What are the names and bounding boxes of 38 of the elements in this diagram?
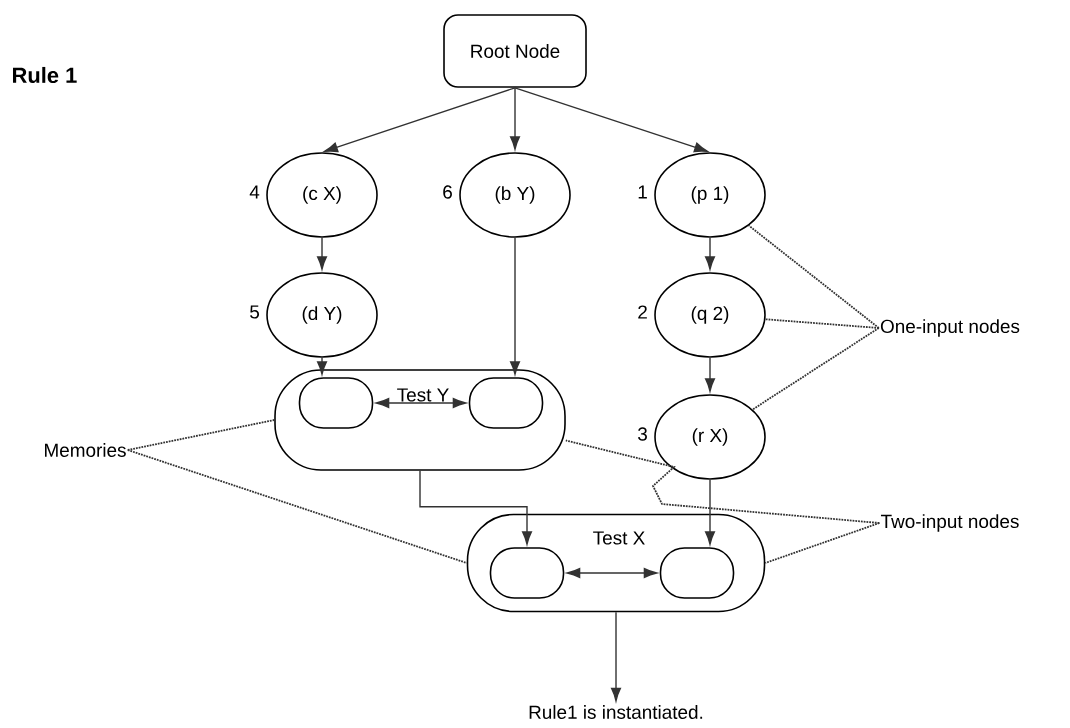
note-text: Two-input nodes — [881, 514, 1019, 532]
leader-line — [751, 327, 880, 411]
arrow — [610, 611, 622, 702]
title: Rule 1 — [13, 66, 77, 84]
arrow — [419, 470, 533, 545]
arrow — [509, 237, 521, 375]
arrow — [375, 397, 467, 409]
leader-line — [126, 449, 468, 564]
arrow — [704, 357, 716, 392]
arrow — [566, 567, 658, 579]
two-input-node: Test Y — [274, 369, 566, 471]
arrow — [704, 237, 716, 270]
leader-line — [126, 419, 276, 451]
arrow — [704, 479, 716, 545]
arrow — [324, 87, 516, 153]
note-text: Memories — [45, 443, 126, 457]
note-text: Rule1 is instantiated. — [529, 705, 703, 719]
memory-box — [468, 377, 544, 429]
node-number: 3 — [638, 427, 647, 441]
two-input-node: Test X — [466, 513, 766, 613]
arrow — [509, 87, 521, 150]
note-text: One-input nodes — [880, 319, 1020, 337]
memory-box — [659, 547, 735, 599]
memory-box — [298, 377, 374, 429]
leader-line — [564, 439, 881, 524]
node-number: 5 — [250, 305, 259, 319]
node-number: 2 — [638, 305, 647, 319]
node-number: 6 — [443, 185, 452, 199]
node-number: 1 — [638, 185, 647, 199]
memory-box — [489, 547, 565, 599]
arrow — [514, 87, 708, 153]
leader-line — [748, 224, 880, 329]
leader-line — [764, 522, 881, 564]
arrow — [316, 237, 328, 270]
leader-line — [764, 318, 880, 329]
arrow — [316, 357, 328, 375]
node-number: 4 — [249, 185, 260, 199]
root-node-box: Root Node — [443, 14, 587, 88]
